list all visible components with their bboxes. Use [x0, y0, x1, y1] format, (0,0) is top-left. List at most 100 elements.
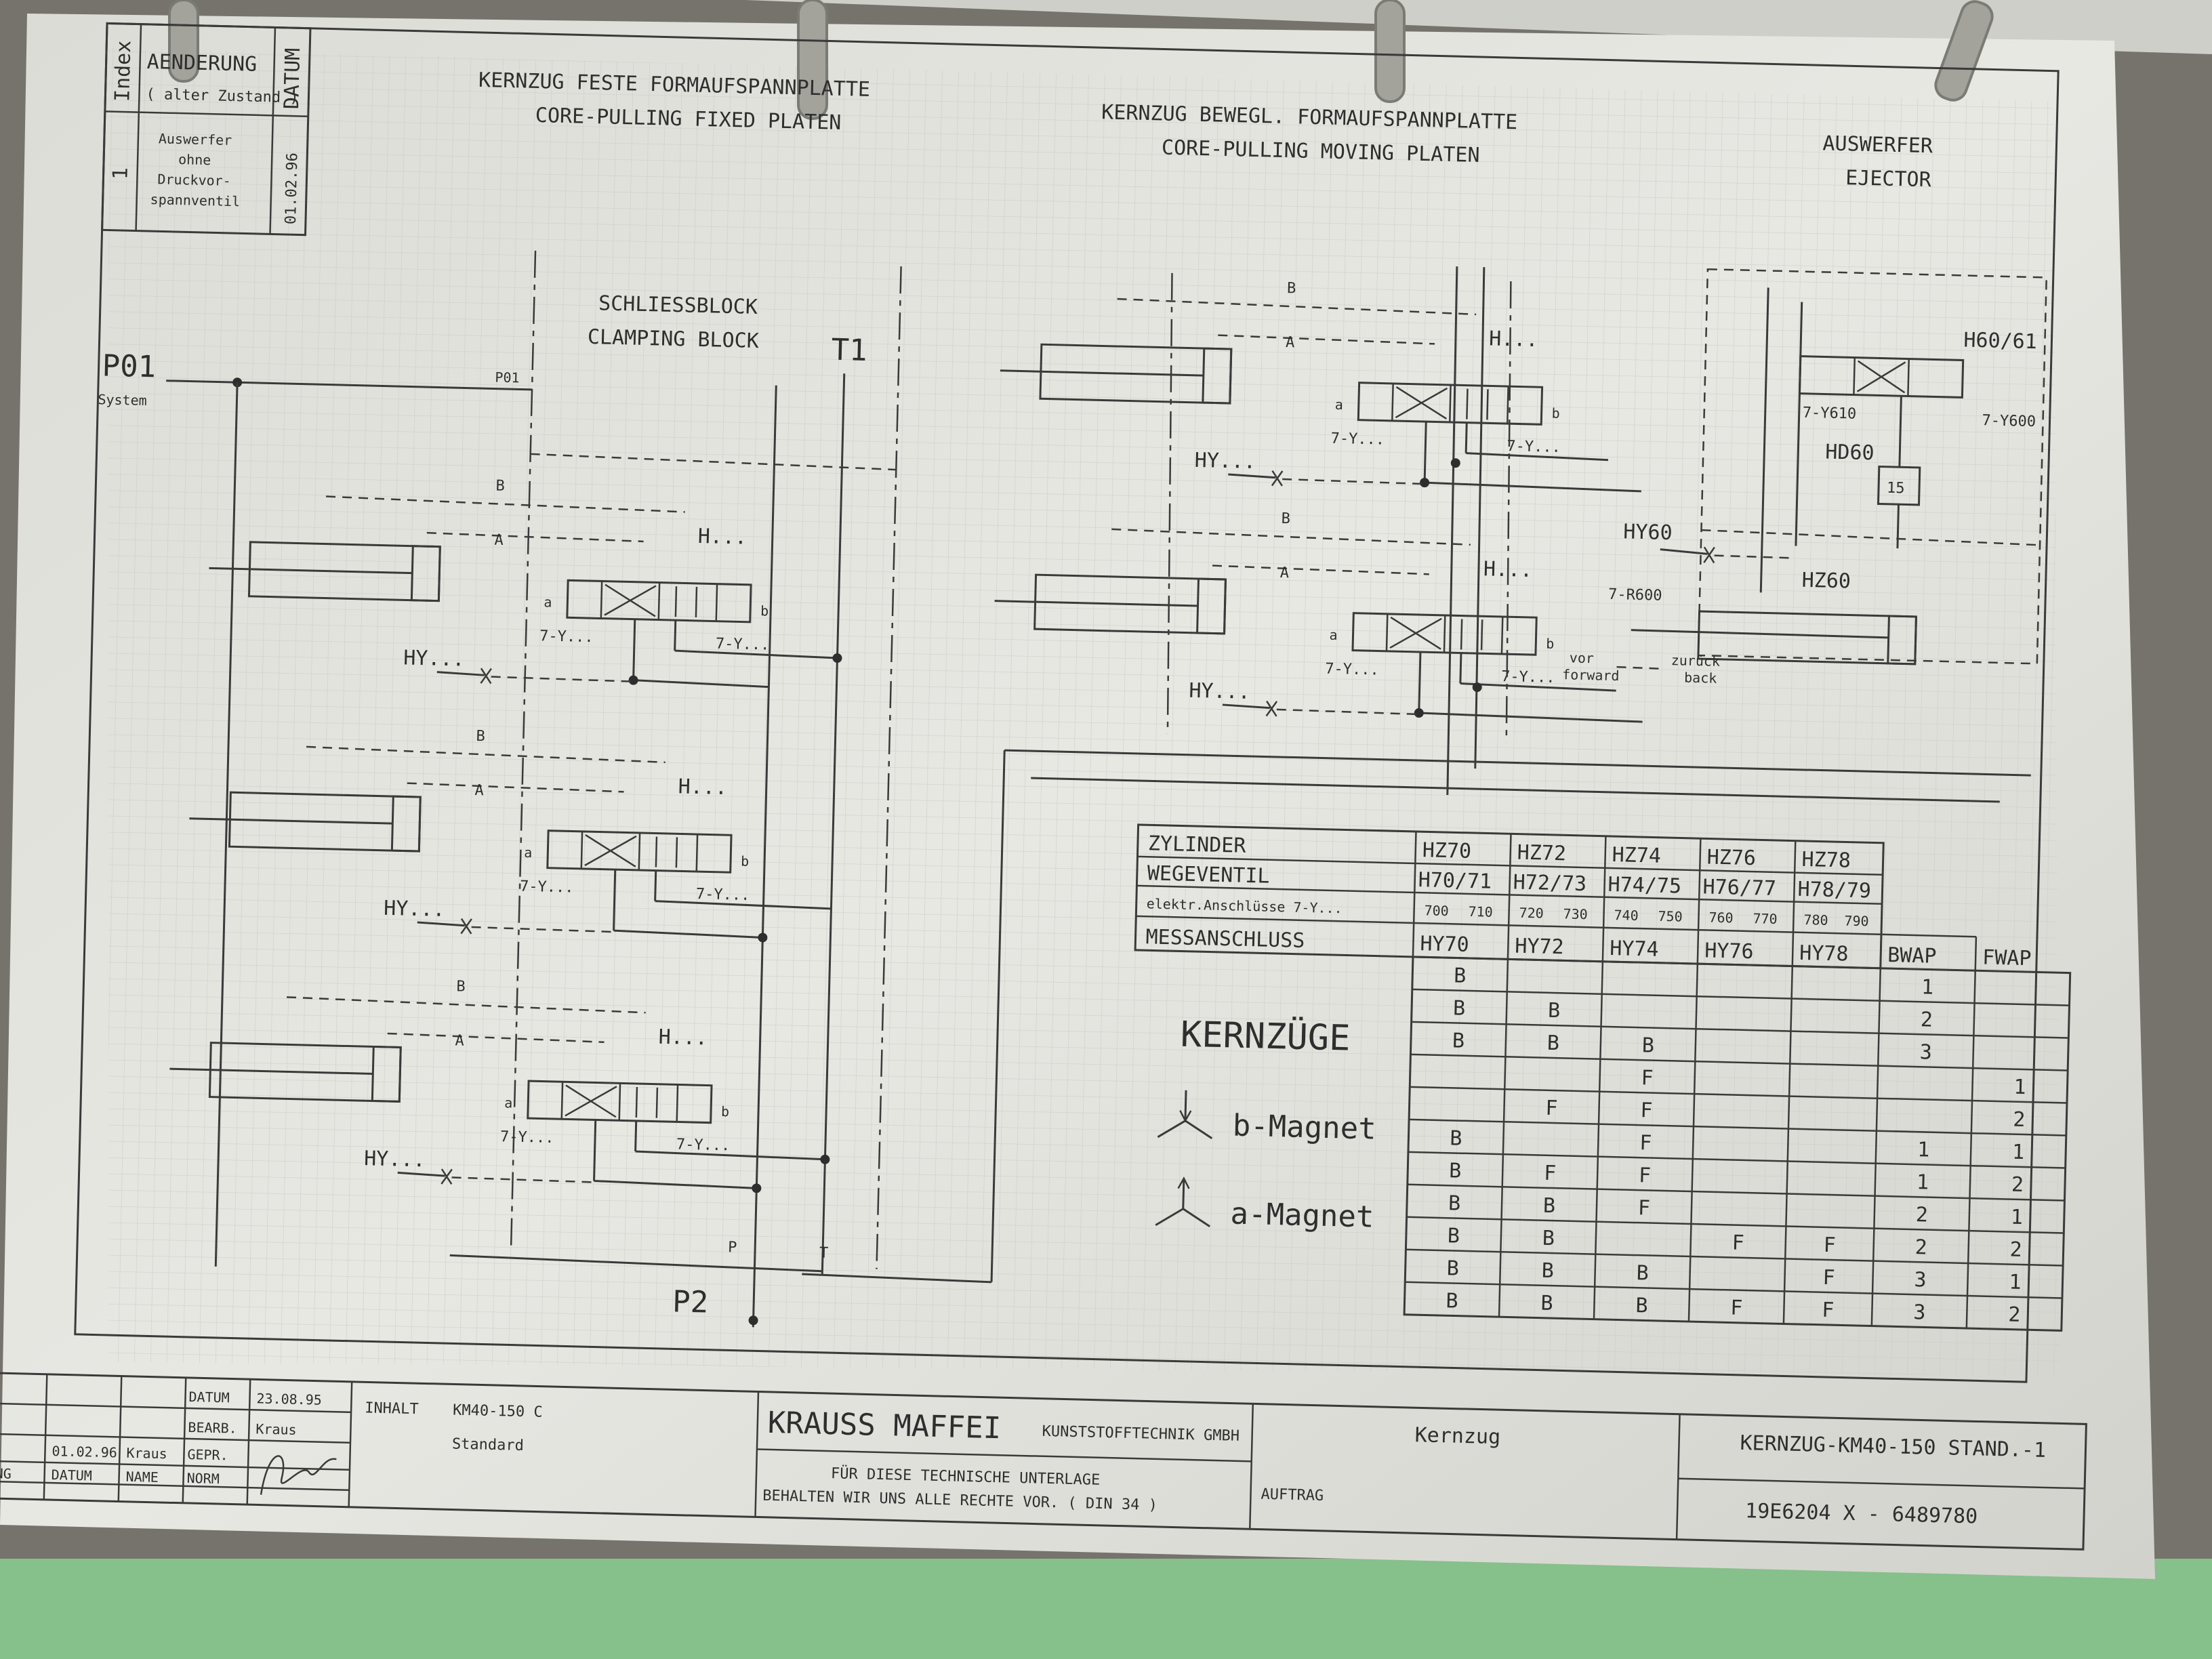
- table-row-line: [1411, 1021, 2069, 1039]
- table-cell: HY72: [1515, 935, 1564, 960]
- table-cell: WEGEVENTIL: [1147, 861, 1269, 888]
- tb-inhalt-sub: Standard: [452, 1435, 525, 1454]
- t1-line: [821, 373, 846, 1275]
- label-hz60: HZ60: [1801, 569, 1851, 594]
- ejector-block: H60/61 7-Y610 7-Y600 HD60 15 HY60 7-R600…: [1562, 268, 2048, 687]
- table-row-line: [1410, 1086, 2068, 1104]
- table-cell: B: [1450, 1126, 1462, 1150]
- valve-group-moving-2: B A H... a b 7-Y... 7-Y... HY...: [994, 510, 1643, 723]
- tb-col-datum: DATUM: [51, 1467, 92, 1483]
- revision-alter-zustand: ( alter Zustand ): [146, 86, 299, 106]
- table-cell: HZ74: [1612, 843, 1661, 868]
- revision-datum-label: DATUM: [280, 47, 305, 109]
- table-cell: HY70: [1420, 932, 1469, 957]
- valve-h: H...: [658, 1025, 708, 1050]
- valve-group-moving-1: B A H... a b 7-Y... 7-Y... HY...: [1000, 280, 1641, 493]
- port-a: A: [494, 532, 504, 549]
- table-elektr-values: 700 710 720 730 740 750 760 770 780 790: [1424, 902, 1869, 929]
- tb-rights-2: BEHALTEN WIR UNS ALLE RECHTE VOR. ( DIN …: [762, 1488, 1158, 1514]
- tb-rev-date: 01.02.96: [52, 1443, 117, 1460]
- green-mat: [0, 1559, 2212, 1659]
- table-cell: F: [1641, 1066, 1654, 1090]
- clamp-block-right-edge: [876, 266, 902, 1269]
- tb-inhalt-label: INHALT: [365, 1399, 419, 1418]
- revision-aenderung-label: AENDERUNG: [146, 50, 257, 77]
- tb-company-sub: KUNSTSTOFFTECHNIK GMBH: [1042, 1423, 1240, 1445]
- port-b: B: [1287, 280, 1296, 297]
- table-cell: H72/73: [1513, 870, 1586, 896]
- label-vor: vor: [1570, 649, 1595, 666]
- binder-rings: [168, 0, 1994, 120]
- table-cell: B: [1548, 999, 1561, 1023]
- table-cell: FWAP: [1982, 945, 2032, 970]
- table-cell: 3: [1913, 1300, 1926, 1324]
- label-hd60: HD60: [1825, 441, 1875, 466]
- binder-ring: [1374, 0, 1406, 103]
- valve-h: H...: [1489, 327, 1538, 352]
- table-cell: F: [1730, 1296, 1743, 1320]
- hy-label: HY...: [364, 1147, 426, 1172]
- table-cell: B: [1543, 1194, 1556, 1218]
- elektr-value: 760: [1708, 909, 1734, 926]
- table-cell: 2: [2008, 1303, 2021, 1327]
- table-cell: 3: [1919, 1040, 1932, 1064]
- table-column-line: [1782, 966, 1794, 1324]
- solenoid-left: 7-Y...: [539, 628, 594, 646]
- revision-block: Index AENDERUNG ( alter Zustand ) DATUM …: [101, 22, 312, 237]
- table-cell: B: [1540, 1292, 1553, 1315]
- port-b: B: [456, 978, 466, 995]
- label-r600: 7-R600: [1608, 586, 1662, 605]
- revision-entry-date: 01.02.96: [283, 152, 302, 225]
- table-cell: B: [1448, 1191, 1461, 1215]
- tb-bearb-label: BEARB.: [188, 1419, 237, 1437]
- heading-moving-de: KERNZUG BEWEGL. FORMAUFSPANNPLATTE: [1101, 100, 1518, 134]
- p2-line: [752, 385, 777, 1328]
- legend-a-magnet: a-Magnet: [1230, 1196, 1374, 1234]
- table-cell: B: [1541, 1259, 1554, 1283]
- table-cell: 1: [2009, 1271, 2022, 1294]
- table-column-line: [1870, 968, 1882, 1326]
- revision-index-label: Index: [110, 40, 136, 102]
- table-cell: 2: [2013, 1108, 2026, 1132]
- label-hd-value: 15: [1887, 480, 1905, 497]
- table-cell: 2: [1915, 1203, 1928, 1227]
- table-cell: B: [1636, 1261, 1649, 1285]
- table-cell: B: [1635, 1294, 1648, 1317]
- elektr-value: 740: [1614, 907, 1639, 924]
- clamp-block-left-edge: [510, 250, 537, 1247]
- label-back: back: [1684, 670, 1717, 687]
- table-cell: 2: [2009, 1238, 2022, 1262]
- label-forward: forward: [1562, 666, 1620, 684]
- tb-inhalt-value: KM40-150 C: [453, 1402, 543, 1421]
- table-row-line: [1410, 1053, 2068, 1071]
- table-cell: F: [1544, 1162, 1557, 1185]
- elektr-value: 730: [1563, 905, 1588, 922]
- table-cell: 1: [1917, 1170, 1929, 1194]
- valve-group-fixed-2: B A H... a b 7-Y... 7-Y... HY...: [189, 728, 832, 943]
- tb-rights-1: FÜR DIESE TECHNISCHE UNTERLAGE: [831, 1465, 1101, 1489]
- table-cell: 1: [1921, 975, 1934, 999]
- table-cell: 1: [2010, 1206, 2023, 1229]
- table-cell: 2: [2011, 1173, 2024, 1197]
- p01-line: [166, 380, 533, 391]
- table-cell: H74/75: [1607, 873, 1681, 899]
- elektr-value: 770: [1753, 910, 1778, 927]
- table-cell: 3: [1914, 1268, 1927, 1292]
- port-a: A: [455, 1032, 464, 1049]
- tb-bearb-value: Kraus: [255, 1420, 297, 1437]
- table-cell: HZ76: [1706, 845, 1756, 870]
- table-cell: MESSANSCHLUSS: [1145, 925, 1305, 953]
- table-column-line: [1593, 961, 1604, 1319]
- table-cell: F: [1545, 1097, 1558, 1120]
- heading-fixed-en: CORE-PULLING FIXED PLATEN: [535, 104, 841, 135]
- tb-drawing-number: 19E6204 X - 6489780: [1745, 1499, 1978, 1528]
- label-p01: P01: [102, 348, 157, 384]
- table-cell: BWAP: [1887, 943, 1937, 968]
- port-a-small: a: [544, 594, 552, 610]
- label-p2: P2: [672, 1284, 709, 1319]
- table-row-line: [1412, 988, 2070, 1006]
- valve-h: H...: [678, 775, 727, 800]
- table-cell: B: [1547, 1031, 1559, 1055]
- valve-group-fixed-3: B A H... a b 7-Y... 7-Y... HY...: [169, 978, 830, 1193]
